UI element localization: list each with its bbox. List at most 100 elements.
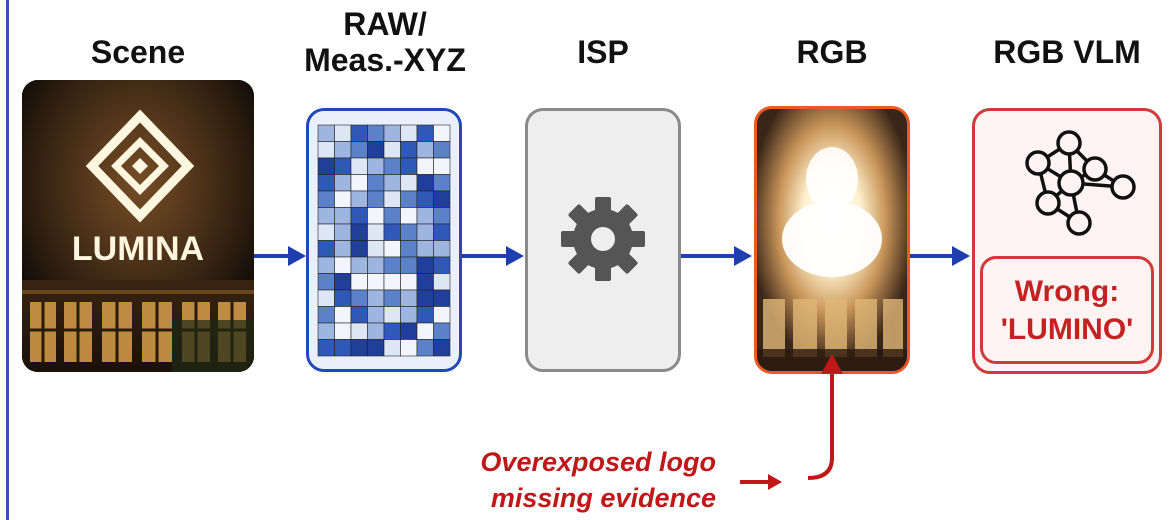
raw-pixel (334, 322, 352, 340)
raw-pixel (317, 289, 335, 307)
stage-label-isp: ISP (577, 34, 629, 70)
annotation-overexposed: Overexposed logo missing evidence (380, 444, 716, 516)
vlm-output-line2: 'LUMINO' (1000, 313, 1134, 346)
logo-diamond (85, 109, 195, 223)
raw-pixel (433, 157, 451, 175)
raw-pixel (350, 273, 368, 291)
callout-arrow (740, 354, 843, 490)
annotation-line1: Overexposed logo (480, 447, 716, 477)
raw-pixel (350, 339, 368, 357)
scene-illustration: LUMINA (22, 80, 254, 372)
raw-pixel (317, 339, 335, 357)
raw-pixel (317, 157, 335, 175)
raw-pixel (334, 190, 352, 208)
raw-pixel (433, 339, 451, 357)
raw-pixel (317, 273, 335, 291)
raw-pixel (317, 174, 335, 192)
raw-pixel (383, 273, 401, 291)
raw-pixel (433, 124, 451, 142)
arrow-right-icon (254, 246, 306, 266)
raw-pixel (367, 289, 385, 307)
raw-pixel (416, 339, 434, 357)
raw-pixel (367, 240, 385, 258)
raw-pixel (433, 256, 451, 274)
raw-pixel (416, 174, 434, 192)
rgb-overexposed-illustration (757, 109, 907, 371)
raw-pixel (416, 190, 434, 208)
raw-pixel (416, 306, 434, 324)
raw-pixel (350, 256, 368, 274)
raw-pixel (383, 190, 401, 208)
raw-pixel (350, 306, 368, 324)
raw-pixel (433, 322, 451, 340)
raw-pixel (317, 306, 335, 324)
raw-pixel (416, 322, 434, 340)
vlm-output-box: Wrong: 'LUMINO' (980, 256, 1154, 364)
stage-label-raw-line1: RAW/ (343, 6, 427, 42)
raw-pixel (317, 124, 335, 142)
raw-pixel (400, 273, 418, 291)
raw-pixel (416, 157, 434, 175)
raw-pixel (350, 289, 368, 307)
raw-pixel (383, 207, 401, 225)
rgb-image (754, 106, 910, 374)
raw-pixel (367, 256, 385, 274)
raw-pixel (317, 207, 335, 225)
raw-pixel (350, 322, 368, 340)
raw-pixel (383, 174, 401, 192)
raw-pixel (383, 256, 401, 274)
raw-pixel (416, 289, 434, 307)
raw-pixel (400, 306, 418, 324)
raw-pixel (400, 141, 418, 159)
raw-pixel (400, 190, 418, 208)
raw-sensor-box (306, 108, 462, 372)
raw-pixel (367, 273, 385, 291)
raw-pixel (367, 190, 385, 208)
raw-pixel (334, 174, 352, 192)
stage-label-vlm: RGB VLM (993, 34, 1141, 70)
raw-pixel (400, 124, 418, 142)
raw-pixel (400, 223, 418, 241)
raw-pixel (383, 306, 401, 324)
raw-pixel (367, 124, 385, 142)
raw-pixel (400, 174, 418, 192)
raw-pixel (416, 240, 434, 258)
raw-pixel (433, 289, 451, 307)
raw-pixel (317, 256, 335, 274)
raw-pixel (416, 141, 434, 159)
raw-pixel (350, 124, 368, 142)
raw-pixel (400, 289, 418, 307)
raw-pixel (383, 240, 401, 258)
raw-pixel (383, 322, 401, 340)
raw-pixel (317, 141, 335, 159)
raw-pixel (367, 207, 385, 225)
raw-pixel (350, 240, 368, 258)
raw-pixel-grid (317, 124, 451, 357)
raw-pixel (416, 273, 434, 291)
raw-pixel (416, 256, 434, 274)
raw-pixel (350, 207, 368, 225)
raw-pixel (367, 339, 385, 357)
raw-pixel (383, 157, 401, 175)
raw-pixel (334, 289, 352, 307)
raw-pixel (317, 190, 335, 208)
annotation-line2: missing evidence (490, 483, 716, 513)
raw-pixel (350, 174, 368, 192)
raw-pixel (400, 256, 418, 274)
raw-pixel (334, 157, 352, 175)
raw-pixel (317, 322, 335, 340)
raw-pixel (383, 141, 401, 159)
raw-pixel (334, 141, 352, 159)
gear-icon (561, 197, 645, 281)
raw-pixel (334, 240, 352, 258)
raw-pixel (400, 339, 418, 357)
stage-label-raw: RAW/ Meas.-XYZ (270, 6, 500, 78)
vlm-output-line1: Wrong: (1014, 275, 1120, 308)
raw-pixel (416, 207, 434, 225)
scene-logo-text: LUMINA (72, 230, 204, 268)
raw-pixel (416, 223, 434, 241)
scene-image: LUMINA (22, 80, 254, 372)
raw-pixel (383, 124, 401, 142)
raw-pixel (334, 273, 352, 291)
raw-pixel (350, 141, 368, 159)
